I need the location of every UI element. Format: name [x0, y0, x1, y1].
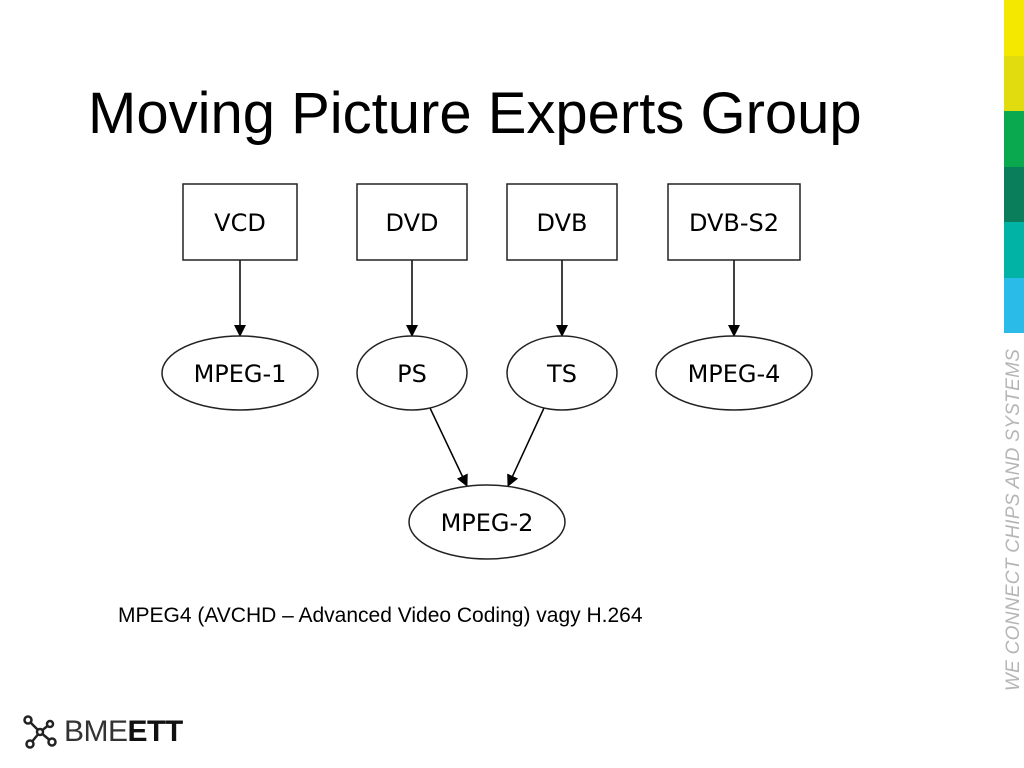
edges-layer — [234, 260, 740, 487]
node-label: TS — [546, 360, 577, 388]
node-ellipse — [356, 335, 468, 411]
node-box — [356, 183, 468, 261]
node-label: MPEG-4 — [688, 360, 781, 388]
node-label: MPEG-1 — [194, 360, 287, 388]
node-ellipse — [161, 335, 319, 411]
node-box — [182, 183, 298, 261]
node-ellipse — [506, 335, 618, 411]
edge-ts-to-mpeg2 — [507, 407, 545, 487]
node-label: MPEG-2 — [441, 509, 534, 537]
node-ellipse — [655, 335, 813, 411]
node-label: PS — [397, 360, 427, 388]
logo-bold: ETT — [127, 715, 184, 748]
node-label: DVB — [537, 209, 588, 237]
brand-tagline: WE CONNECT CHIPS AND SYSTEMS — [1003, 348, 1024, 692]
node-mpeg4: MPEG-4 — [655, 335, 813, 411]
node-dvbs2: DVB-S2 — [667, 183, 801, 261]
brand-color-strip — [1004, 0, 1024, 333]
slide-caption: MPEG4 (AVCHD – Advanced Video Coding) va… — [118, 604, 643, 627]
node-label: DVB-S2 — [689, 209, 779, 237]
strip-segment — [1004, 277, 1024, 333]
node-mpeg1: MPEG-1 — [161, 335, 319, 411]
molecule-logo-icon — [23, 715, 57, 749]
strip-segment — [1004, 222, 1024, 278]
logo-wordmark: BMEETT — [64, 715, 183, 749]
strip-segment — [1004, 166, 1024, 222]
node-ts: TS — [506, 335, 618, 411]
node-ellipse — [408, 484, 566, 560]
strip-segment — [1004, 0, 1024, 56]
node-box — [506, 183, 618, 261]
strip-segment — [1004, 111, 1024, 167]
node-dvb: DVB — [506, 183, 618, 261]
bme-ett-logo: BMEETT — [22, 710, 183, 754]
node-vcd: VCD — [182, 183, 298, 261]
node-dvd: DVD — [356, 183, 468, 261]
node-box — [667, 183, 801, 261]
logo-prefix: BME — [64, 715, 128, 748]
node-ps: PS — [356, 335, 468, 411]
strip-segment — [1004, 55, 1024, 111]
node-label: DVD — [386, 209, 439, 237]
node-label: VCD — [214, 209, 266, 237]
edge-ps-to-mpeg2 — [429, 407, 468, 487]
node-mpeg2: MPEG-2 — [408, 484, 566, 560]
slide-title: Moving Picture Experts Group — [88, 81, 862, 146]
